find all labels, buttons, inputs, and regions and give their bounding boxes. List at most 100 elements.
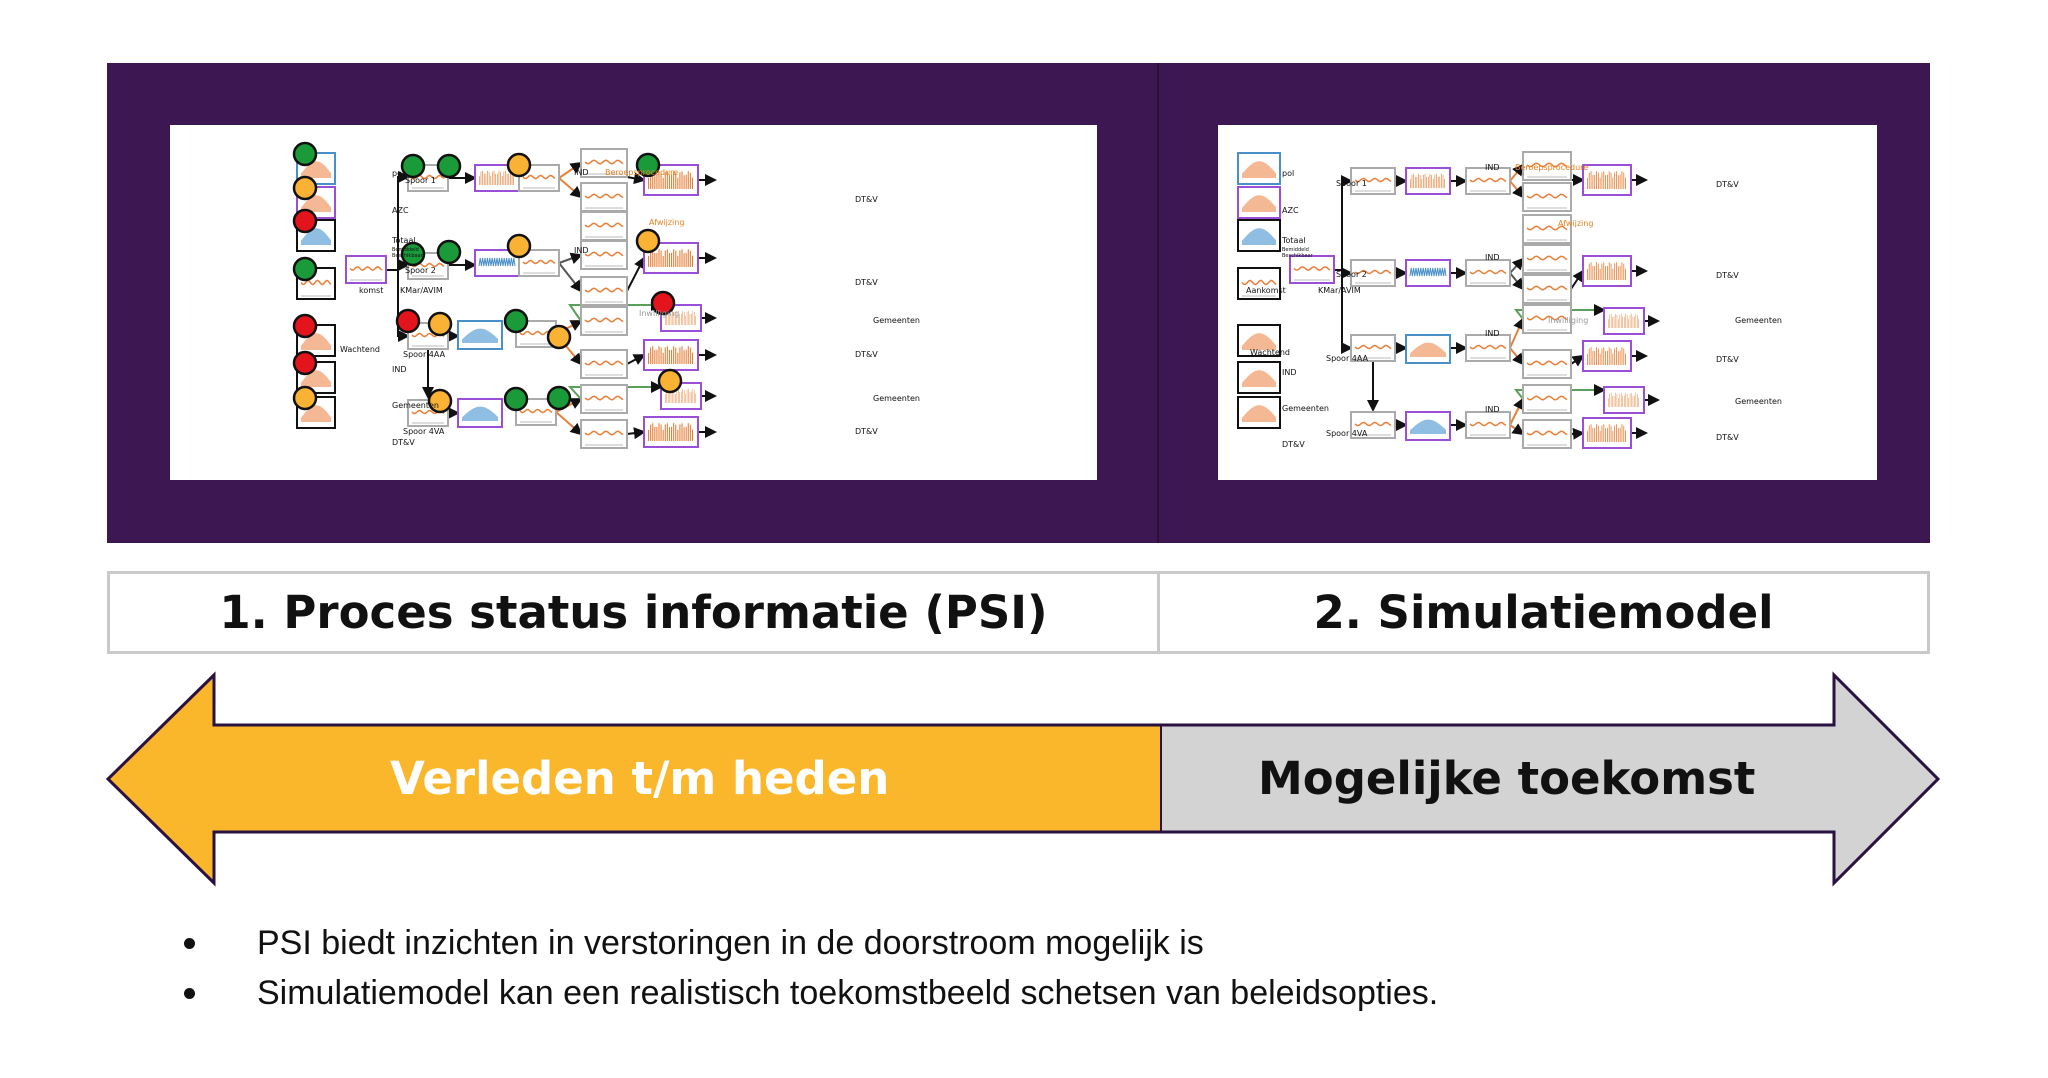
sim-spoor4aa-label: Spoor 4AA: [1326, 354, 1369, 363]
sim-ind-chart: [1405, 411, 1451, 441]
output-chart: [643, 164, 699, 196]
sim-output-gemeenten-2: Gemeenten: [1735, 397, 1782, 406]
sim-inwilliging-label: Inwilliging: [1548, 316, 1588, 325]
source-label-dtv: DT&V: [392, 438, 415, 447]
sim-afwijzing-label: Afwijzing: [1558, 219, 1593, 228]
output-dtv-3: DT&V: [855, 350, 878, 359]
traffic-light-icon: [503, 308, 529, 334]
sim-beroep-chart: [1522, 349, 1572, 379]
psi-flow-svg: pol AZC Totaal Bemiddeld Beschikbaar kom…: [292, 141, 920, 449]
sim-source-label-beschikbaar: Beschikbaar: [1282, 253, 1314, 259]
traffic-light-icon: [436, 153, 462, 179]
sim-source-label-totaal: Totaal: [1281, 236, 1306, 245]
sim-process-chart: [1465, 334, 1511, 362]
sim-spoor-chart: [1350, 334, 1396, 362]
simulation-flow-svg: pol AZC Totaal Bemiddeld Beschikbaar Aan…: [1237, 151, 1782, 449]
spoor4aa-label: Spoor 4AA: [403, 350, 446, 359]
sim-output-chart: [1582, 164, 1632, 196]
sim-source-chart: [1237, 219, 1281, 252]
kmar-chart: [345, 255, 387, 284]
traffic-light-icon: [292, 350, 318, 376]
sim-output-dtv-3: DT&V: [1716, 355, 1739, 364]
beroep-chart: [580, 384, 628, 414]
sim-beroepsprocedure-label: Beroepsprocedure: [1515, 163, 1588, 172]
sim-spoor-chart: [1350, 259, 1396, 287]
traffic-light-icon: [427, 388, 453, 414]
sim-ind-chart: [1405, 167, 1451, 195]
sim-output-dtv-4: DT&V: [1716, 433, 1739, 442]
beroep-chart: [580, 419, 628, 449]
spoor4va-label: Spoor 4VA: [403, 427, 445, 436]
source-label-ind: IND: [392, 365, 407, 374]
source-label-bemiddeld: Bemiddeld: [392, 247, 419, 253]
sim-source-chart: [1237, 267, 1281, 300]
psi-panel: pol AZC Totaal Bemiddeld Beschikbaar kom…: [107, 63, 1159, 543]
bullet-item: PSI biedt inzichten in verstoringen in d…: [180, 918, 1438, 968]
psi-label-box: 1. Proces status informatie (PSI): [107, 571, 1160, 654]
traffic-light-icon: [292, 208, 318, 234]
source-label-gemeenten: Gemeenten: [392, 401, 439, 410]
beroep-chart: [580, 276, 628, 306]
traffic-light-icon: [546, 385, 572, 411]
sim-output-chart: [1582, 340, 1632, 372]
source-label-aankomst: komst: [359, 286, 383, 295]
traffic-light-icon: [650, 290, 676, 316]
sim-ind-chart: [1405, 334, 1451, 364]
output-dtv-1: DT&V: [855, 195, 878, 204]
traffic-light-icon: [400, 241, 426, 267]
sim-source-label-azc: AZC: [1282, 206, 1299, 215]
simulation-flow-diagram: pol AZC Totaal Bemiddeld Beschikbaar Aan…: [1218, 125, 1877, 480]
inwilliging-label: Inwilliging: [639, 309, 679, 318]
output-gemeenten-2: Gemeenten: [873, 394, 920, 403]
bullet-item: Simulatiemodel kan een realistisch toeko…: [180, 968, 1438, 1018]
sim-beroep-chart: [1522, 182, 1572, 212]
traffic-light-icon: [635, 228, 661, 254]
sim-spoor1-label: Spoor 1: [1336, 179, 1367, 188]
output-dtv-4: DT&V: [855, 427, 878, 436]
source-label-pol: pol: [392, 169, 404, 178]
arrow-outline: [105, 671, 1941, 887]
simulation-label: 2. Simulatiemodel: [1313, 586, 1774, 639]
sim-output-dtv-2: DT&V: [1716, 271, 1739, 280]
sim-ind-label-a: IND: [1485, 163, 1500, 172]
traffic-light-icon: [506, 152, 532, 178]
sim-source-chart: [1237, 324, 1281, 357]
simulation-panel: pol AZC Totaal Bemiddeld Beschikbaar Aan…: [1159, 63, 1930, 543]
traffic-light-icon: [292, 385, 318, 411]
sim-source-label-bemiddeld: Bemiddeld: [1282, 247, 1309, 253]
sim-beroep-chart: [1522, 244, 1572, 274]
sim-spoor2-label: Spoor 2: [1336, 270, 1367, 279]
source-label-azc: AZC: [392, 206, 409, 215]
beroep-chart: [580, 211, 628, 241]
beroep-chart: [580, 240, 628, 270]
source-label-totaal: Totaal: [391, 236, 416, 245]
panel-divider: [1157, 63, 1159, 543]
sim-kmar-chart: [1289, 255, 1335, 284]
source-label-beschikbaar: Beschikbaar: [392, 253, 424, 259]
beroep-chart: [580, 349, 628, 379]
bullet-dot: [184, 938, 195, 949]
sim-spoor-chart: [1350, 411, 1396, 439]
traffic-light-icon: [400, 153, 426, 179]
sim-source-label-ind: IND: [1282, 368, 1297, 377]
past-label: Verleden t/m heden: [390, 752, 890, 805]
sim-spoor4va-label: Spoor 4VA: [1326, 429, 1368, 438]
sim-source-chart: [1237, 186, 1281, 219]
sim-ind-label-d: IND: [1485, 405, 1500, 414]
future-label: Mogelijke toekomst: [1258, 752, 1756, 805]
sim-beroep-chart: [1522, 304, 1572, 334]
sim-output-gemeenten-1: Gemeenten: [1735, 316, 1782, 325]
traffic-light-icon: [292, 256, 318, 282]
sim-output-dtv-1: DT&V: [1716, 180, 1739, 189]
psi-flow-diagram: pol AZC Totaal Bemiddeld Beschikbaar kom…: [170, 125, 1097, 480]
sim-source-label-pol: pol: [1282, 169, 1294, 178]
beroep-chart: [580, 306, 628, 336]
traffic-light-icon: [395, 308, 421, 334]
psi-label: 1. Proces status informatie (PSI): [219, 586, 1048, 639]
ind-label-a: IND: [574, 168, 589, 177]
traffic-light-icon: [546, 324, 572, 350]
spoor1-label: Spoor 1: [405, 176, 436, 185]
beroep-chart: [580, 148, 628, 178]
output-dtv-2: DT&V: [855, 278, 878, 287]
